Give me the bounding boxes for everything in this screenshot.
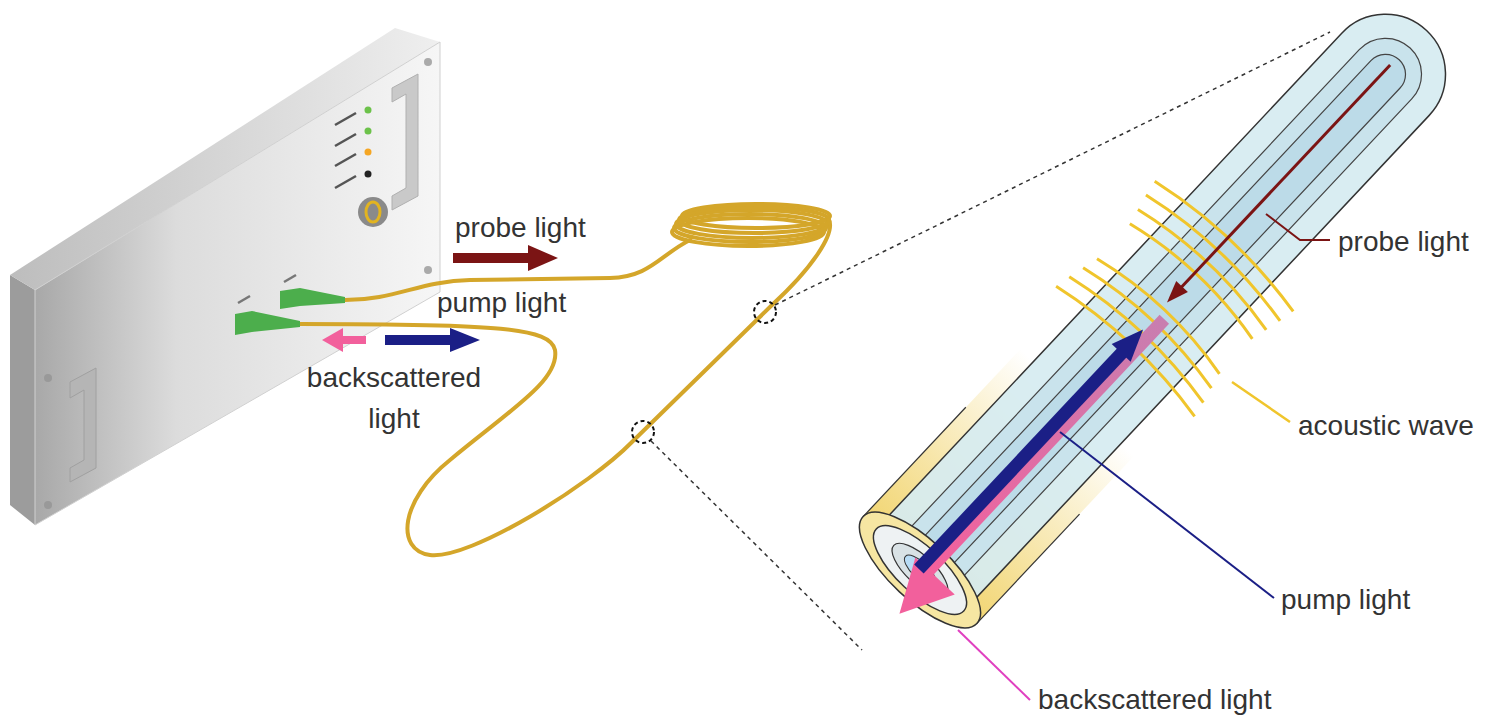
probe-arrow — [453, 245, 558, 271]
label: probe light — [1338, 226, 1469, 258]
screw — [44, 374, 52, 382]
screw — [424, 266, 432, 274]
led — [365, 149, 372, 156]
leader-line — [1232, 382, 1290, 422]
zoom-line — [651, 441, 862, 650]
connector — [280, 288, 345, 309]
label: backscattered light — [289, 358, 499, 439]
device-handle — [70, 368, 96, 482]
zoom-circle — [632, 421, 654, 443]
led — [365, 128, 372, 135]
knob — [358, 197, 388, 227]
leader-line — [1266, 214, 1330, 240]
leader-line — [1060, 432, 1274, 598]
device-side — [10, 275, 35, 525]
leader-line — [958, 630, 1030, 700]
device-front — [35, 42, 440, 525]
port-slot — [284, 275, 296, 282]
pump-arrow — [385, 328, 480, 352]
screw — [424, 58, 432, 66]
label: backscattered light — [1038, 684, 1271, 716]
label: pump light — [1281, 584, 1410, 616]
backscatter-arrow — [322, 328, 366, 352]
indicator-lines — [335, 113, 356, 188]
fiber-cutaway — [819, 0, 1496, 669]
connector — [235, 311, 300, 335]
label: pump light — [437, 287, 566, 319]
led — [365, 171, 372, 178]
screw — [44, 501, 52, 509]
zoom-circle — [754, 301, 776, 323]
led — [365, 107, 372, 114]
knob-ring — [366, 202, 380, 222]
device-handle — [392, 74, 418, 210]
port-slot — [238, 296, 250, 303]
label: acoustic wave — [1298, 410, 1474, 442]
label: probe light — [455, 212, 586, 244]
